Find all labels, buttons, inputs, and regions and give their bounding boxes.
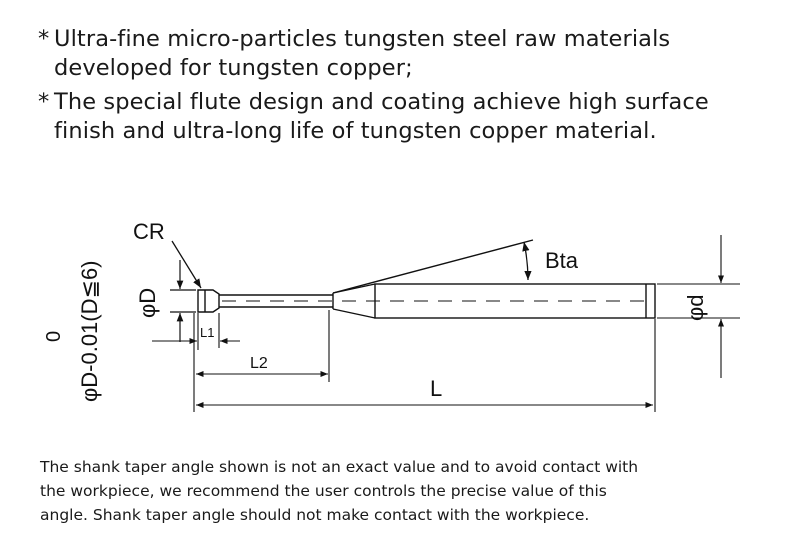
note-line-1: The shank taper angle shown is not an ex… (40, 458, 639, 476)
tolerance-zero: 0 (43, 331, 65, 342)
tool-outline (197, 239, 656, 319)
cr-leader (171, 240, 202, 289)
tolerance-label: φD-0.01(D≦6) (77, 260, 102, 402)
l-label: L (430, 376, 442, 401)
feature-1-line-2: developed for tungsten copper; (54, 55, 413, 81)
l2-label: L2 (250, 355, 268, 372)
l2-dimension (193, 310, 330, 412)
note-line-3: angle. Shank taper angle should not make… (40, 506, 590, 524)
phi-d-dimension (657, 235, 740, 378)
phi-D-label: φD (135, 288, 160, 318)
taper-angle-line (332, 239, 534, 294)
bta-arc (522, 241, 532, 281)
phi-d-label: φd (683, 294, 708, 321)
l-dimension (196, 319, 656, 412)
l1-dimension (152, 313, 240, 350)
feature-1-line-1: Ultra-fine micro-particles tungsten stee… (54, 26, 671, 52)
phi-D-dimension (170, 260, 196, 342)
feature-bullet-1: *Ultra-fine micro-particles tungsten ste… (38, 25, 670, 83)
feature-bullet-2: *The special flute design and coating ac… (38, 88, 709, 146)
end-mill-dimension-diagram: φD-0.01(D≦6) 0 Bta CR φD (43, 219, 740, 412)
feature-2-line-2: finish and ultra-long life of tungsten c… (54, 118, 657, 144)
l1-label: L1 (200, 325, 214, 340)
bta-label: Bta (545, 248, 579, 273)
tolerance-annotation: φD-0.01(D≦6) (77, 260, 102, 402)
note-line-2: the workpiece, we recommend the user con… (40, 482, 607, 500)
taper-angle-note: The shank taper angle shown is not an ex… (40, 455, 760, 527)
cutting-tip (197, 289, 220, 313)
bullet-star: * (38, 89, 50, 115)
cr-label: CR (133, 219, 165, 244)
bullet-star: * (38, 26, 50, 52)
feature-2-line-1: The special flute design and coating ach… (54, 89, 709, 115)
